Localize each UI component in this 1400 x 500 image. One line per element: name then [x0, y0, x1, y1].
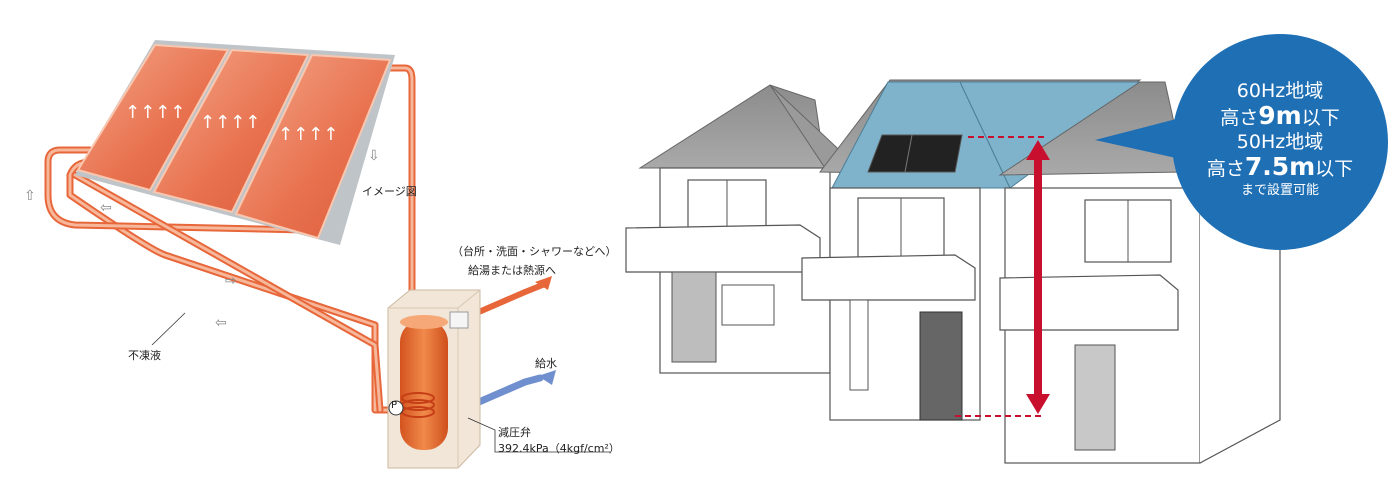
image-label: イメージ図: [362, 185, 417, 198]
callout-suffix-2: 以下: [1315, 158, 1354, 180]
callout-line-50hz: 50Hz地域: [1236, 131, 1324, 153]
flow-out-arrows: [535, 276, 556, 385]
svg-text:↑↑↑↑: ↑↑↑↑: [200, 112, 260, 133]
svg-text:⇦: ⇦: [100, 200, 112, 216]
leader-lines: [151, 312, 610, 453]
valve-label: 減圧弁: [498, 426, 531, 439]
callout-prefix-2: 高さ: [1206, 158, 1245, 180]
svg-text:↑↑↑↑: ↑↑↑↑: [125, 102, 185, 123]
svg-text:↑↑↑↑: ↑↑↑↑: [278, 124, 338, 145]
callout-line-60hz: 60Hz地域: [1236, 80, 1324, 102]
house-middle: [801, 79, 1147, 421]
svg-text:⇨: ⇨: [225, 273, 237, 289]
storage-tank: [387, 289, 481, 469]
callout-line-9m: 高さ9m以下: [1175, 103, 1385, 131]
antifreeze-label: 不凍液: [128, 349, 161, 362]
house-right: [998, 81, 1281, 464]
antifreeze-pipe-loop: [44, 64, 548, 443]
spec-callout: [1095, 34, 1388, 250]
house-left: [625, 84, 851, 374]
height-indicator: [955, 136, 1050, 417]
flow-arrows: ↑↑↑↑ ↑↑↑↑ ↑↑↑↑: [125, 102, 338, 145]
valve-spec: 392.4kPa（4kgf/cm²）: [498, 442, 620, 455]
callout-line-installable: まで設置可能: [1240, 183, 1319, 198]
destination-note: （台所・洗面・シャワーなどへ）: [452, 245, 617, 258]
callout-text: 60Hz地域 高さ9m以下 50Hz地域 高さ7.5m以下 まで設置可能: [1175, 80, 1385, 200]
callout-line-7-5m: 高さ7.5m以下: [1175, 154, 1385, 182]
direction-arrows: ⇧ ⇦ ⇨ ⇦ ⇩: [24, 148, 380, 331]
callout-prefix-1: 高さ: [1220, 107, 1259, 129]
hot-water-out-label: 給湯または熱源へ: [468, 264, 556, 277]
callout-value-9m: 9m: [1258, 101, 1302, 130]
pump-symbol: P: [391, 400, 398, 411]
callout-suffix-1: 以下: [1301, 107, 1340, 129]
svg-text:⇦: ⇦: [215, 315, 227, 331]
svg-text:⇧: ⇧: [24, 188, 36, 204]
callout-value-7-5m: 7.5m: [1244, 152, 1316, 181]
water-supply-label: 給水: [535, 357, 557, 370]
svg-text:⇩: ⇩: [368, 148, 380, 164]
solar-collector-panels: ↑↑↑↑ ↑↑↑↑ ↑↑↑↑: [75, 40, 395, 245]
